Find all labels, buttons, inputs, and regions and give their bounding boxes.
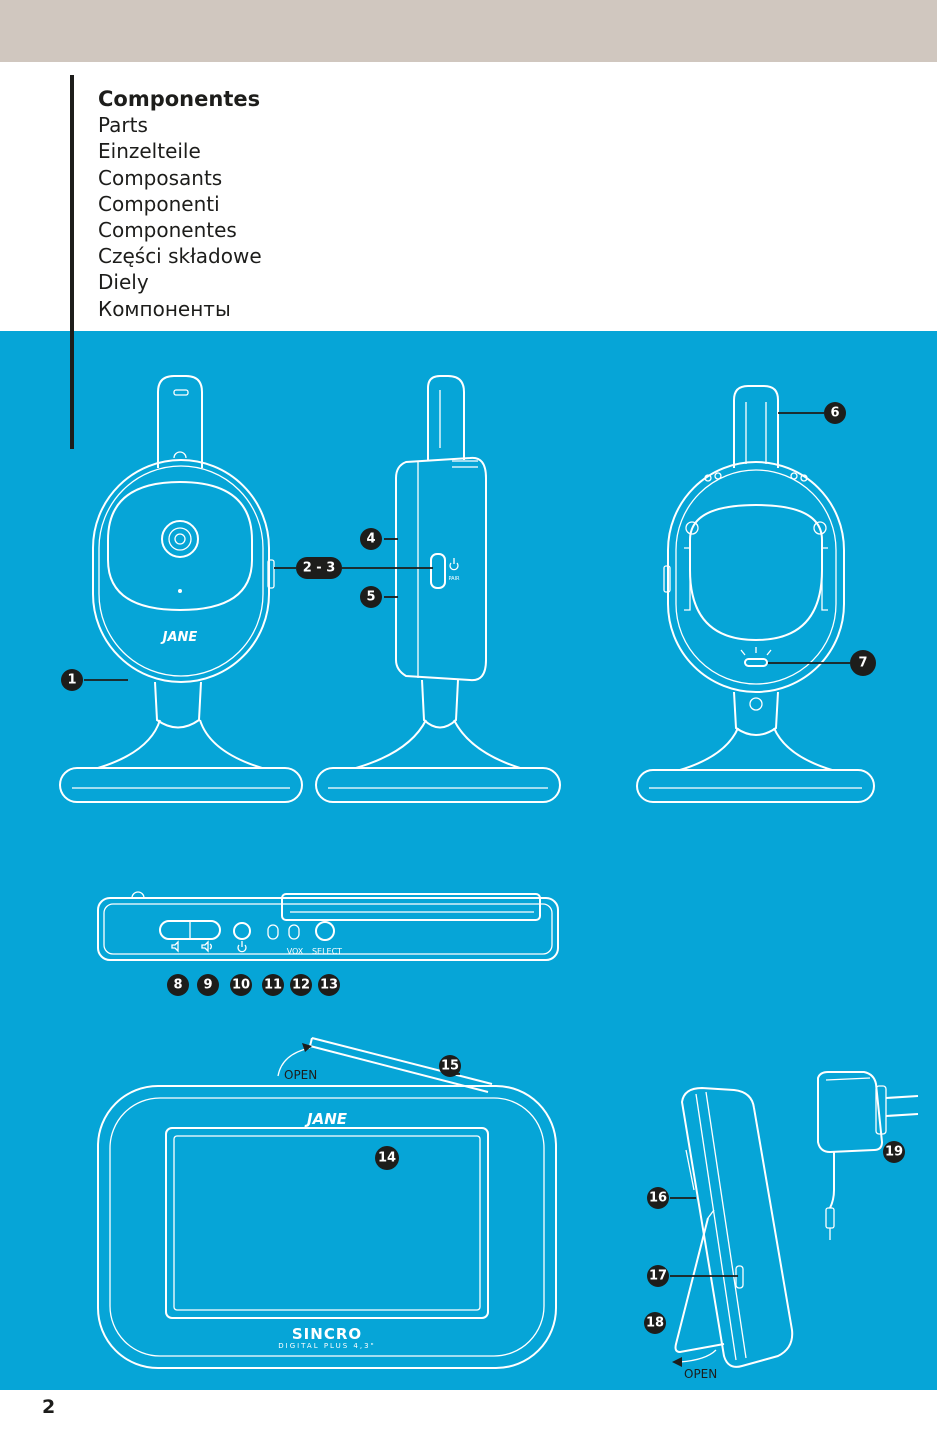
monitor-front: OPEN JANE SINCRO DIGITAL PLUS 4,3"	[98, 1038, 556, 1368]
title-block: Componentes Parts Einzelteile Composants…	[98, 86, 262, 322]
volume-up-icon	[202, 942, 211, 951]
svg-text:13: 13	[320, 978, 338, 993]
svg-text:5: 5	[366, 590, 375, 605]
title-translation: Części składowe	[98, 243, 262, 269]
svg-text:4: 4	[366, 532, 375, 547]
svg-text:9: 9	[203, 978, 212, 993]
product-name: SINCRO	[292, 1325, 362, 1343]
svg-text:6: 6	[830, 406, 839, 421]
label-badge: 4	[360, 528, 382, 550]
monitor-brand-logo: JANE	[304, 1110, 348, 1128]
svg-text:11: 11	[264, 978, 282, 993]
volume-down-icon	[172, 942, 178, 951]
camera-back	[637, 386, 874, 802]
monitor-side: OPEN	[672, 1088, 792, 1381]
label-badge: 9	[197, 974, 219, 996]
power-icon	[450, 558, 458, 570]
svg-text:12: 12	[292, 978, 310, 993]
label-badge: 10	[230, 974, 252, 996]
monitor-top-view: VOX SELECT	[98, 892, 558, 960]
svg-text:17: 17	[649, 1269, 667, 1284]
select-label: SELECT	[312, 947, 342, 956]
label-badge: 18	[644, 1312, 666, 1334]
title-translation: Компоненты	[98, 296, 262, 322]
svg-text:16: 16	[649, 1191, 667, 1206]
label-badge: 5	[360, 586, 382, 608]
page-number: 2	[42, 1396, 55, 1418]
label-badge: 11	[262, 974, 284, 996]
label-badge: 13	[318, 974, 340, 996]
label-badge: 14	[375, 1146, 399, 1170]
svg-text:18: 18	[646, 1316, 664, 1331]
title-translation: Componentes	[98, 217, 262, 243]
title-translation: Componenti	[98, 191, 262, 217]
label-badge: 16	[647, 1187, 669, 1209]
label-badge: 7	[850, 650, 876, 676]
title-translation: Composants	[98, 165, 262, 191]
label-badge: 1	[61, 669, 83, 691]
title-translation: Einzelteile	[98, 138, 262, 164]
camera-brand-logo: JANE	[160, 630, 198, 645]
open-label-side: OPEN	[684, 1367, 717, 1381]
top-band	[0, 0, 937, 62]
vox-label: VOX	[287, 947, 304, 956]
svg-text:7: 7	[858, 656, 867, 671]
leader-lines	[84, 413, 850, 1276]
svg-text:15: 15	[441, 1059, 459, 1074]
title-translation: Diely	[98, 269, 262, 295]
label-badge: 15	[439, 1055, 461, 1077]
power-icon	[238, 941, 246, 952]
parts-illustration: JANE PAIR	[0, 331, 937, 1390]
label-badge: 8	[167, 974, 189, 996]
title-translation: Parts	[98, 112, 262, 138]
svg-text:1: 1	[67, 673, 76, 688]
section-title: Componentes	[98, 86, 262, 112]
pair-label: PAIR	[448, 576, 460, 582]
svg-text:8: 8	[173, 978, 182, 993]
label-badge: 6	[824, 402, 846, 424]
svg-text:14: 14	[378, 1151, 396, 1166]
product-model: DIGITAL PLUS 4,3"	[278, 1342, 376, 1350]
label-badge: 12	[290, 974, 312, 996]
label-badge: 17	[647, 1265, 669, 1287]
svg-text:2 - 3: 2 - 3	[303, 561, 336, 576]
label-badge: 2 - 3	[296, 557, 342, 579]
label-badge: 19	[883, 1141, 905, 1163]
svg-text:19: 19	[885, 1145, 903, 1160]
open-label-top: OPEN	[284, 1068, 317, 1082]
svg-text:10: 10	[232, 978, 250, 993]
camera-side: PAIR	[316, 376, 560, 802]
camera-front: JANE	[60, 376, 302, 802]
